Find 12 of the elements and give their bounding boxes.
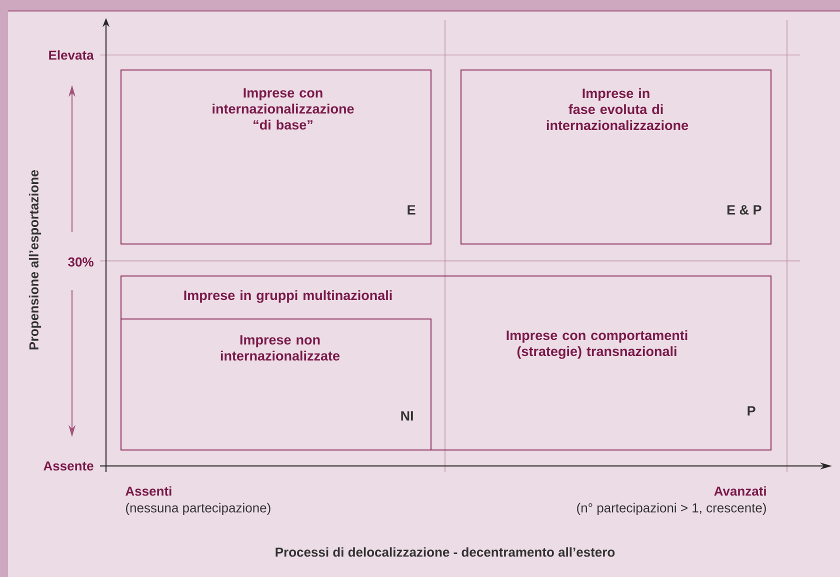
quadrant-box: Imprese con internazionalizzazione “di base” E bbox=[120, 69, 432, 244]
axis-title: Processi di delocalizzazione - decentramento all’estero bbox=[276, 547, 615, 557]
quadrant-box: Imprese in fase evoluta di internazionalizzazione E & P bbox=[460, 69, 772, 244]
axis-label: Assenti bbox=[126, 486, 172, 496]
axis-title: Propensione all’esportazione bbox=[28, 170, 42, 350]
axis-label: Assente bbox=[44, 461, 94, 471]
axis-label: (n° partecipazioni > 1, crescente) bbox=[577, 502, 766, 516]
axis-label: 30% bbox=[68, 257, 94, 267]
axis-label: (nessuna partecipazione) bbox=[126, 502, 270, 516]
axis-label: Avanzati bbox=[714, 486, 766, 496]
axis-label: Elevata bbox=[49, 50, 94, 60]
quadrant-box: Imprese non internazionalizzate NI bbox=[120, 318, 432, 450]
